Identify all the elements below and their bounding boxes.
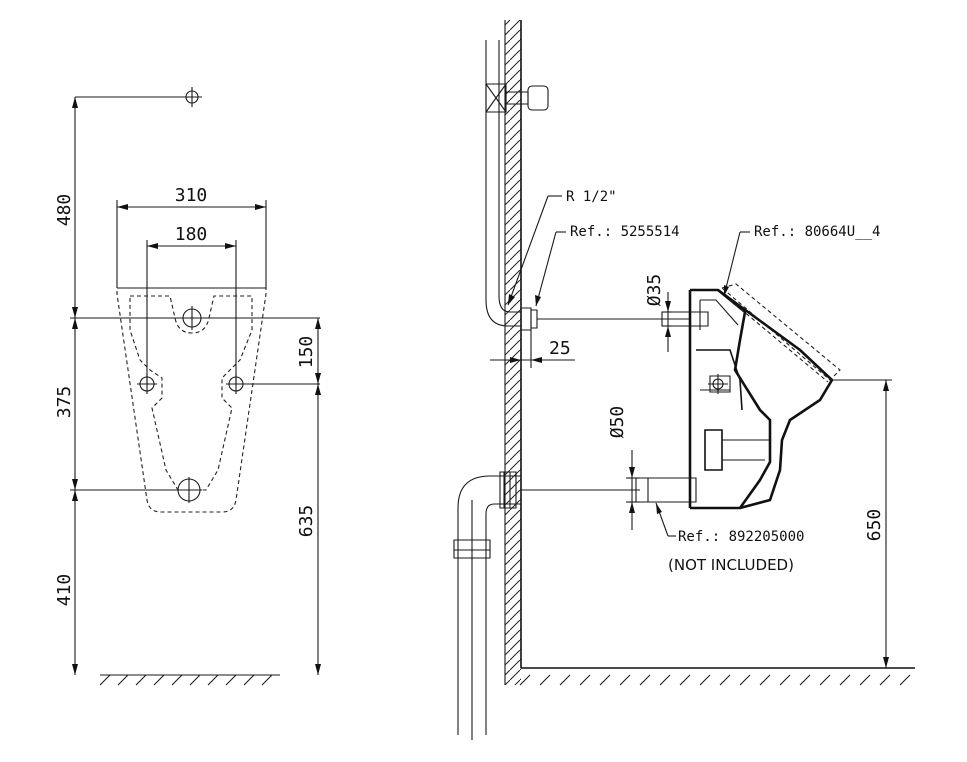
dim-480-label: 480 — [54, 194, 75, 227]
dim-635-label: 635 — [296, 505, 317, 538]
ref-outlet-leader — [656, 503, 676, 536]
r-half-leader — [508, 196, 562, 305]
fixing-hole-top — [180, 306, 204, 330]
dim-410-label: 410 — [54, 574, 75, 607]
front-view: 480 375 410 — [54, 87, 321, 685]
dim-180-line — [147, 240, 236, 384]
dim-310-line — [117, 200, 266, 288]
urinal-side-body — [690, 290, 832, 508]
ref-supply-label: Ref.: 5255514 — [570, 224, 680, 240]
left-dimension-chain — [70, 97, 320, 675]
supply-point-symbol — [75, 87, 202, 107]
supply-pipe — [486, 40, 521, 326]
front-floor-line — [100, 675, 280, 685]
side-floor-line — [520, 668, 915, 685]
dim-650 — [832, 380, 892, 668]
dim-150-label: 150 — [296, 336, 317, 369]
outlet-pipe — [636, 478, 696, 502]
dia-35-label: Ø35 — [644, 274, 665, 307]
drain-pipe — [454, 472, 640, 740]
dim-180-label: 180 — [175, 224, 208, 245]
wall-section — [505, 20, 521, 685]
dim-25-label: 25 — [549, 338, 571, 359]
dim-650-label: 650 — [864, 509, 885, 542]
not-included-label: (NOT INCLUDED) — [668, 556, 794, 574]
outlet-hole — [176, 477, 202, 503]
fixing-hole-right — [226, 374, 320, 394]
urinal-cover-dashed — [722, 284, 840, 382]
side-view: R 1/2" Ref.: 5255514 Ref.: 80664U__4 Ø35 — [454, 20, 915, 740]
dia-50-dim — [626, 450, 640, 530]
stop-valve — [486, 84, 548, 112]
dia-35-dim — [662, 292, 672, 352]
dim-25 — [490, 330, 575, 368]
ref-supply-leader — [535, 232, 566, 306]
dim-375-label: 375 — [54, 386, 75, 419]
inlet-stub — [662, 312, 708, 326]
inlet-connector — [521, 308, 690, 330]
supply-thread-label: R 1/2" — [566, 189, 617, 205]
ref-urinal-leader — [724, 232, 750, 296]
dim-310-label: 310 — [175, 185, 208, 206]
right-dimension-chain — [315, 318, 321, 675]
ref-outlet-label: Ref.: 892205000 — [678, 529, 804, 545]
ref-urinal-label: Ref.: 80664U__4 — [754, 224, 880, 240]
urinal-front-outline — [117, 288, 266, 512]
dia-50-label: Ø50 — [607, 406, 628, 439]
